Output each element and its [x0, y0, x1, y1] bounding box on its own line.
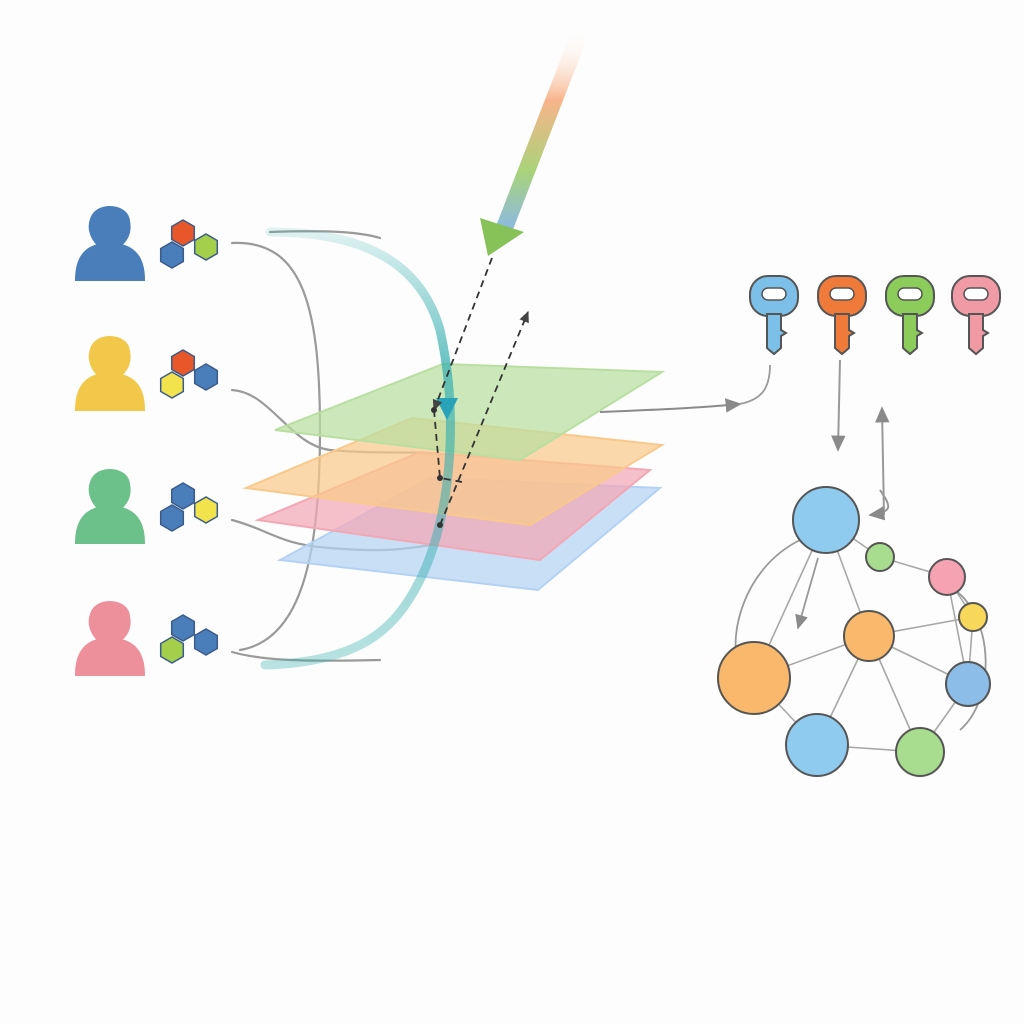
junction-dot — [437, 475, 443, 481]
key-hole — [963, 287, 989, 301]
graph-outer-arc — [954, 589, 987, 731]
graph-node — [895, 727, 945, 777]
key-shaft — [902, 313, 924, 356]
key-graph-arrows — [831, 359, 890, 521]
key-hole — [761, 287, 787, 301]
attribute-chip-icon — [159, 241, 185, 269]
key-row — [749, 275, 1001, 356]
graph-node — [717, 641, 791, 715]
graph-to-key-arrow — [875, 406, 890, 516]
node-graph — [717, 486, 991, 777]
key-icon — [885, 275, 935, 356]
user-entry — [74, 205, 219, 281]
dashed-arrows — [432, 257, 529, 526]
graph-node — [843, 610, 895, 662]
beam-arrowhead — [480, 218, 524, 256]
key-icon — [749, 275, 799, 356]
attribute-chip-icon — [170, 482, 196, 510]
user-avatar-icon — [74, 600, 146, 676]
user-avatar-icon — [74, 468, 146, 544]
layer-stack — [242, 362, 666, 592]
key-hole — [829, 287, 855, 301]
dashed-arrow-up — [439, 310, 529, 526]
attribute-chip-icon — [170, 614, 196, 642]
graph-inlet-arrow — [868, 489, 890, 521]
graph-node — [928, 558, 966, 596]
user-avatar-icon — [74, 205, 146, 281]
stack-to-keys-arrow — [599, 398, 742, 413]
attribute-chip-icon — [170, 349, 196, 377]
key-to-graph-arrow — [831, 359, 846, 452]
graph-node — [865, 542, 895, 572]
attribute-chip-icon — [159, 636, 185, 664]
attribute-chip-icon — [193, 233, 219, 261]
junction-dot — [431, 407, 437, 413]
key-shaft — [968, 313, 990, 356]
incoming-beam — [496, 30, 588, 232]
attribute-chip-icon — [170, 219, 196, 247]
user-list — [74, 205, 219, 676]
key-hole — [897, 287, 923, 301]
user-avatar-icon — [74, 335, 146, 411]
junction-dots — [431, 407, 443, 528]
graph-arrow — [795, 557, 819, 630]
key-icon — [951, 275, 1001, 356]
attribute-chip-icon — [193, 628, 219, 656]
dashed-arrow-down — [432, 257, 493, 412]
teal-flow-arc — [260, 227, 455, 670]
key-shaft — [834, 313, 856, 356]
key-icon — [817, 275, 867, 356]
layer-sheet — [242, 416, 666, 527]
connector-user-1 — [230, 241, 322, 652]
user-entry — [74, 468, 219, 544]
user-entry — [74, 600, 219, 676]
graph-node — [792, 486, 860, 554]
graph-node — [945, 661, 991, 707]
graph-node — [958, 602, 988, 632]
keys-to-stack-curve — [739, 364, 771, 405]
attribute-chip-icon — [159, 371, 185, 399]
key-shaft — [766, 313, 788, 356]
junction-dot — [437, 522, 443, 528]
attribute-chip-icon — [193, 496, 219, 524]
attribute-chip-icon — [193, 363, 219, 391]
user-entry — [74, 335, 219, 411]
attribute-chip-icon — [159, 504, 185, 532]
graph-node — [785, 713, 849, 777]
